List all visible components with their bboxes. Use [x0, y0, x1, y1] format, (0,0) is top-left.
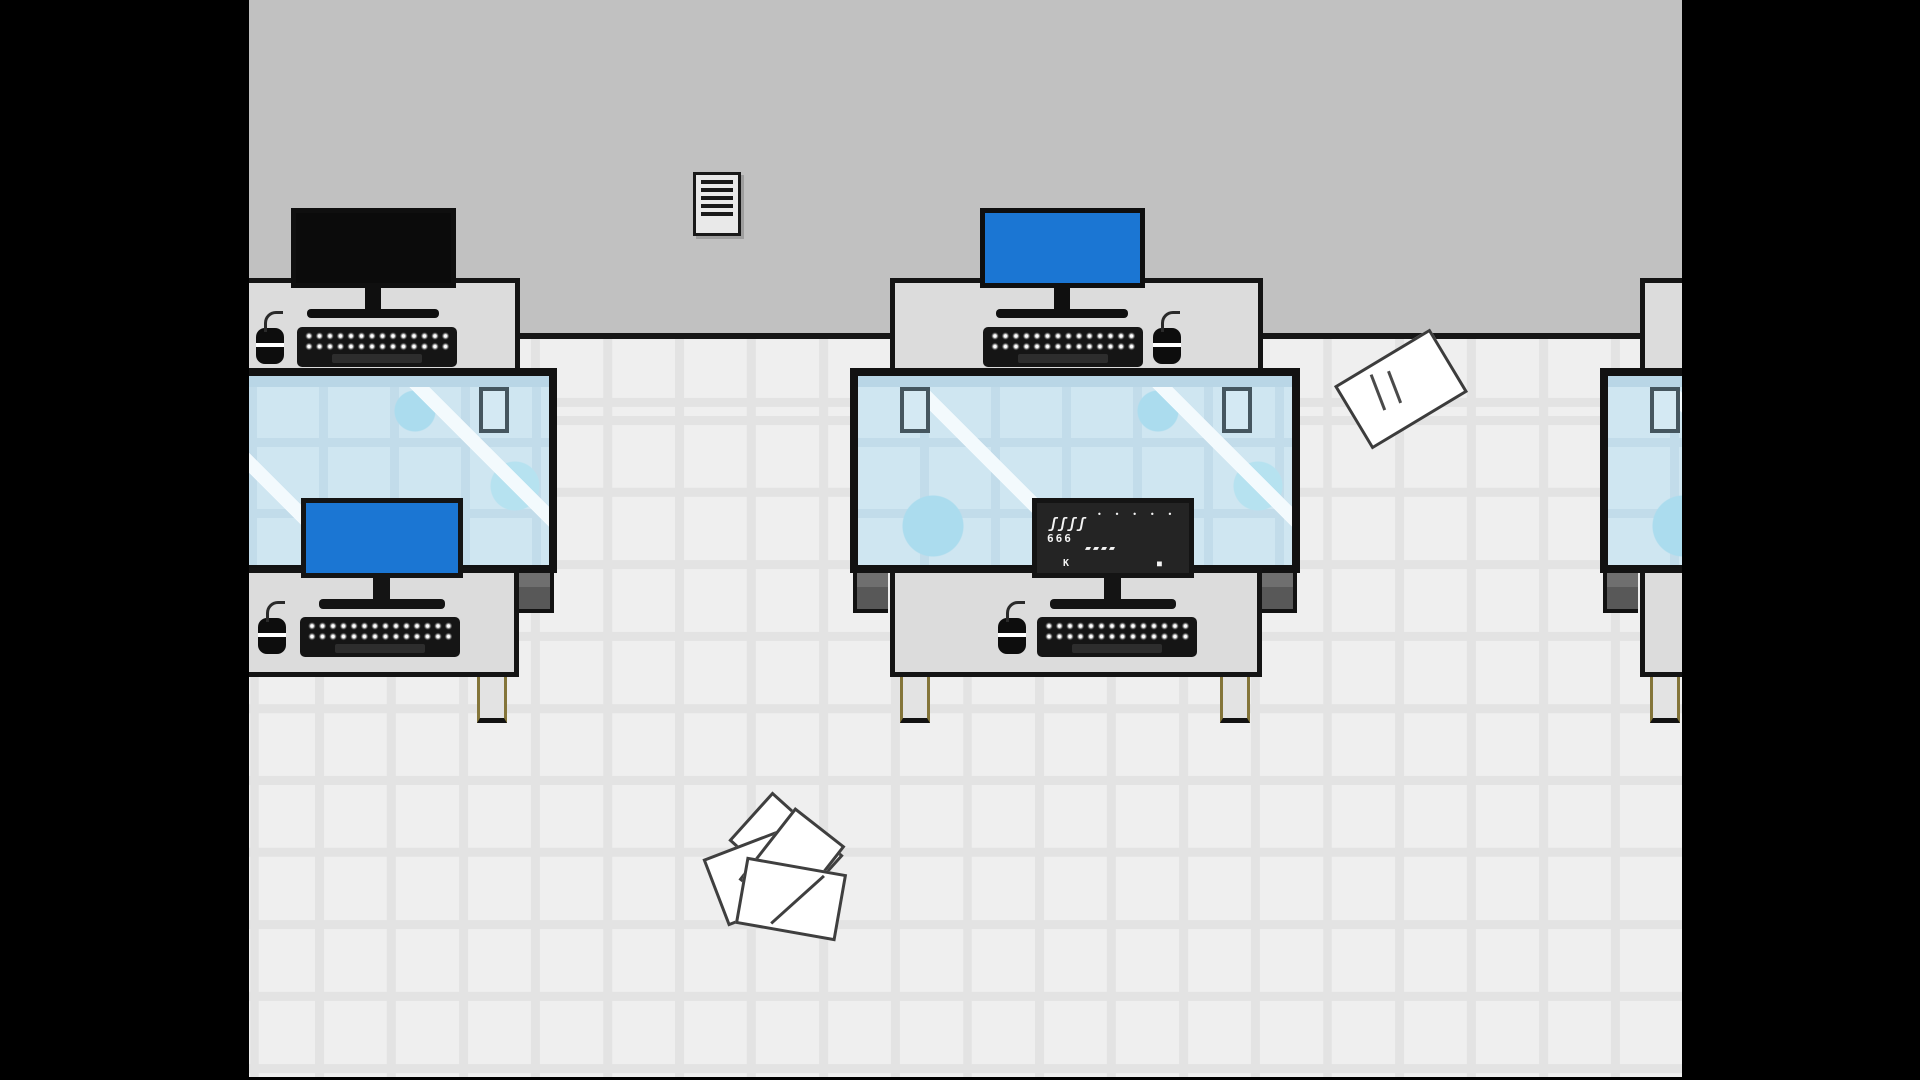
game-viewport: • • • • • ʃʃʃʃ 666 ▰▰▰▰ K ■	[249, 0, 1682, 1077]
keyboard	[297, 327, 457, 367]
monitor-base	[319, 599, 445, 609]
glass-shadow-band	[858, 376, 1292, 387]
paper-text-line	[1369, 374, 1387, 411]
glass-shadow-band	[249, 376, 549, 387]
letterbox-left	[0, 0, 249, 1080]
partition-foot	[853, 573, 888, 613]
terminal-key-left: K	[1063, 558, 1070, 569]
notice-line	[701, 204, 733, 208]
terminal-glyphs: ʃʃʃʃ	[1049, 516, 1087, 532]
glass-partition	[850, 368, 1300, 573]
monitor-stand	[373, 577, 390, 600]
terminal-bars: ▰▰▰▰	[1085, 543, 1118, 554]
keyboard	[300, 617, 460, 657]
mouse	[998, 601, 1026, 654]
paper-text-line	[1387, 370, 1403, 404]
monitor-stand	[365, 287, 381, 310]
desk-leg-through-glass	[900, 387, 930, 433]
computer-top	[980, 208, 1145, 320]
paper-pile[interactable]	[702, 791, 865, 958]
mouse	[256, 311, 284, 364]
monitor-base	[307, 309, 439, 318]
notice-line	[701, 212, 733, 216]
notice-line	[701, 180, 733, 184]
monitor-stand	[1054, 287, 1070, 310]
computer-bottom: • • • • • ʃʃʃʃ 666 ▰▰▰▰ K ■	[1032, 498, 1194, 610]
desk-bottom	[1640, 568, 1682, 677]
partition-foot	[1262, 573, 1297, 613]
desk-leg-through-glass	[1650, 387, 1680, 433]
notice-line	[701, 196, 733, 200]
computer-bottom	[301, 498, 463, 610]
mouse	[1153, 311, 1181, 364]
cubicle-unit-center: • • • • • ʃʃʃʃ 666 ▰▰▰▰ K ■	[850, 208, 1300, 723]
glass-shadow-band	[1608, 376, 1682, 387]
monitor-base	[1050, 599, 1176, 609]
desk-leg	[1650, 670, 1680, 723]
cubicle-unit-left	[249, 208, 557, 723]
wall-notice-paper[interactable]	[693, 172, 741, 236]
terminal-monitor-screen[interactable]: • • • • • ʃʃʃʃ 666 ▰▰▰▰ K ■	[1032, 498, 1194, 578]
letterbox-bottom	[249, 1077, 1682, 1080]
desk-leg-through-glass	[479, 387, 509, 433]
notice-line	[701, 188, 733, 192]
monitor-screen-off[interactable]	[291, 208, 456, 288]
monitor-screen-blue[interactable]	[301, 498, 463, 578]
computer-top	[291, 208, 456, 320]
office-wall	[249, 0, 1682, 333]
letterbox-right	[1682, 0, 1920, 1080]
keyboard	[1037, 617, 1197, 657]
mouse	[258, 601, 286, 654]
keyboard	[983, 327, 1143, 367]
desk-top	[1640, 278, 1682, 375]
cubicle-unit-right: • • • • • ʃʃʃʃ 666 ▰▰▰▰ K ■	[1600, 208, 1682, 723]
terminal-digits: 666	[1047, 532, 1073, 545]
terminal-dots: • • • • •	[1097, 510, 1177, 519]
partition-foot	[1603, 573, 1638, 613]
desk-leg-through-glass	[1222, 387, 1252, 433]
desk-leg	[477, 670, 507, 723]
monitor-base	[996, 309, 1128, 318]
desk-leg	[900, 670, 930, 723]
monitor-stand	[1104, 577, 1121, 600]
partition-foot	[519, 573, 554, 613]
desk-leg	[1220, 670, 1250, 723]
glass-partition	[1600, 368, 1682, 573]
monitor-screen-blue[interactable]	[980, 208, 1145, 288]
paper-fold-line	[769, 874, 825, 925]
terminal-key-right: ■	[1157, 559, 1162, 568]
